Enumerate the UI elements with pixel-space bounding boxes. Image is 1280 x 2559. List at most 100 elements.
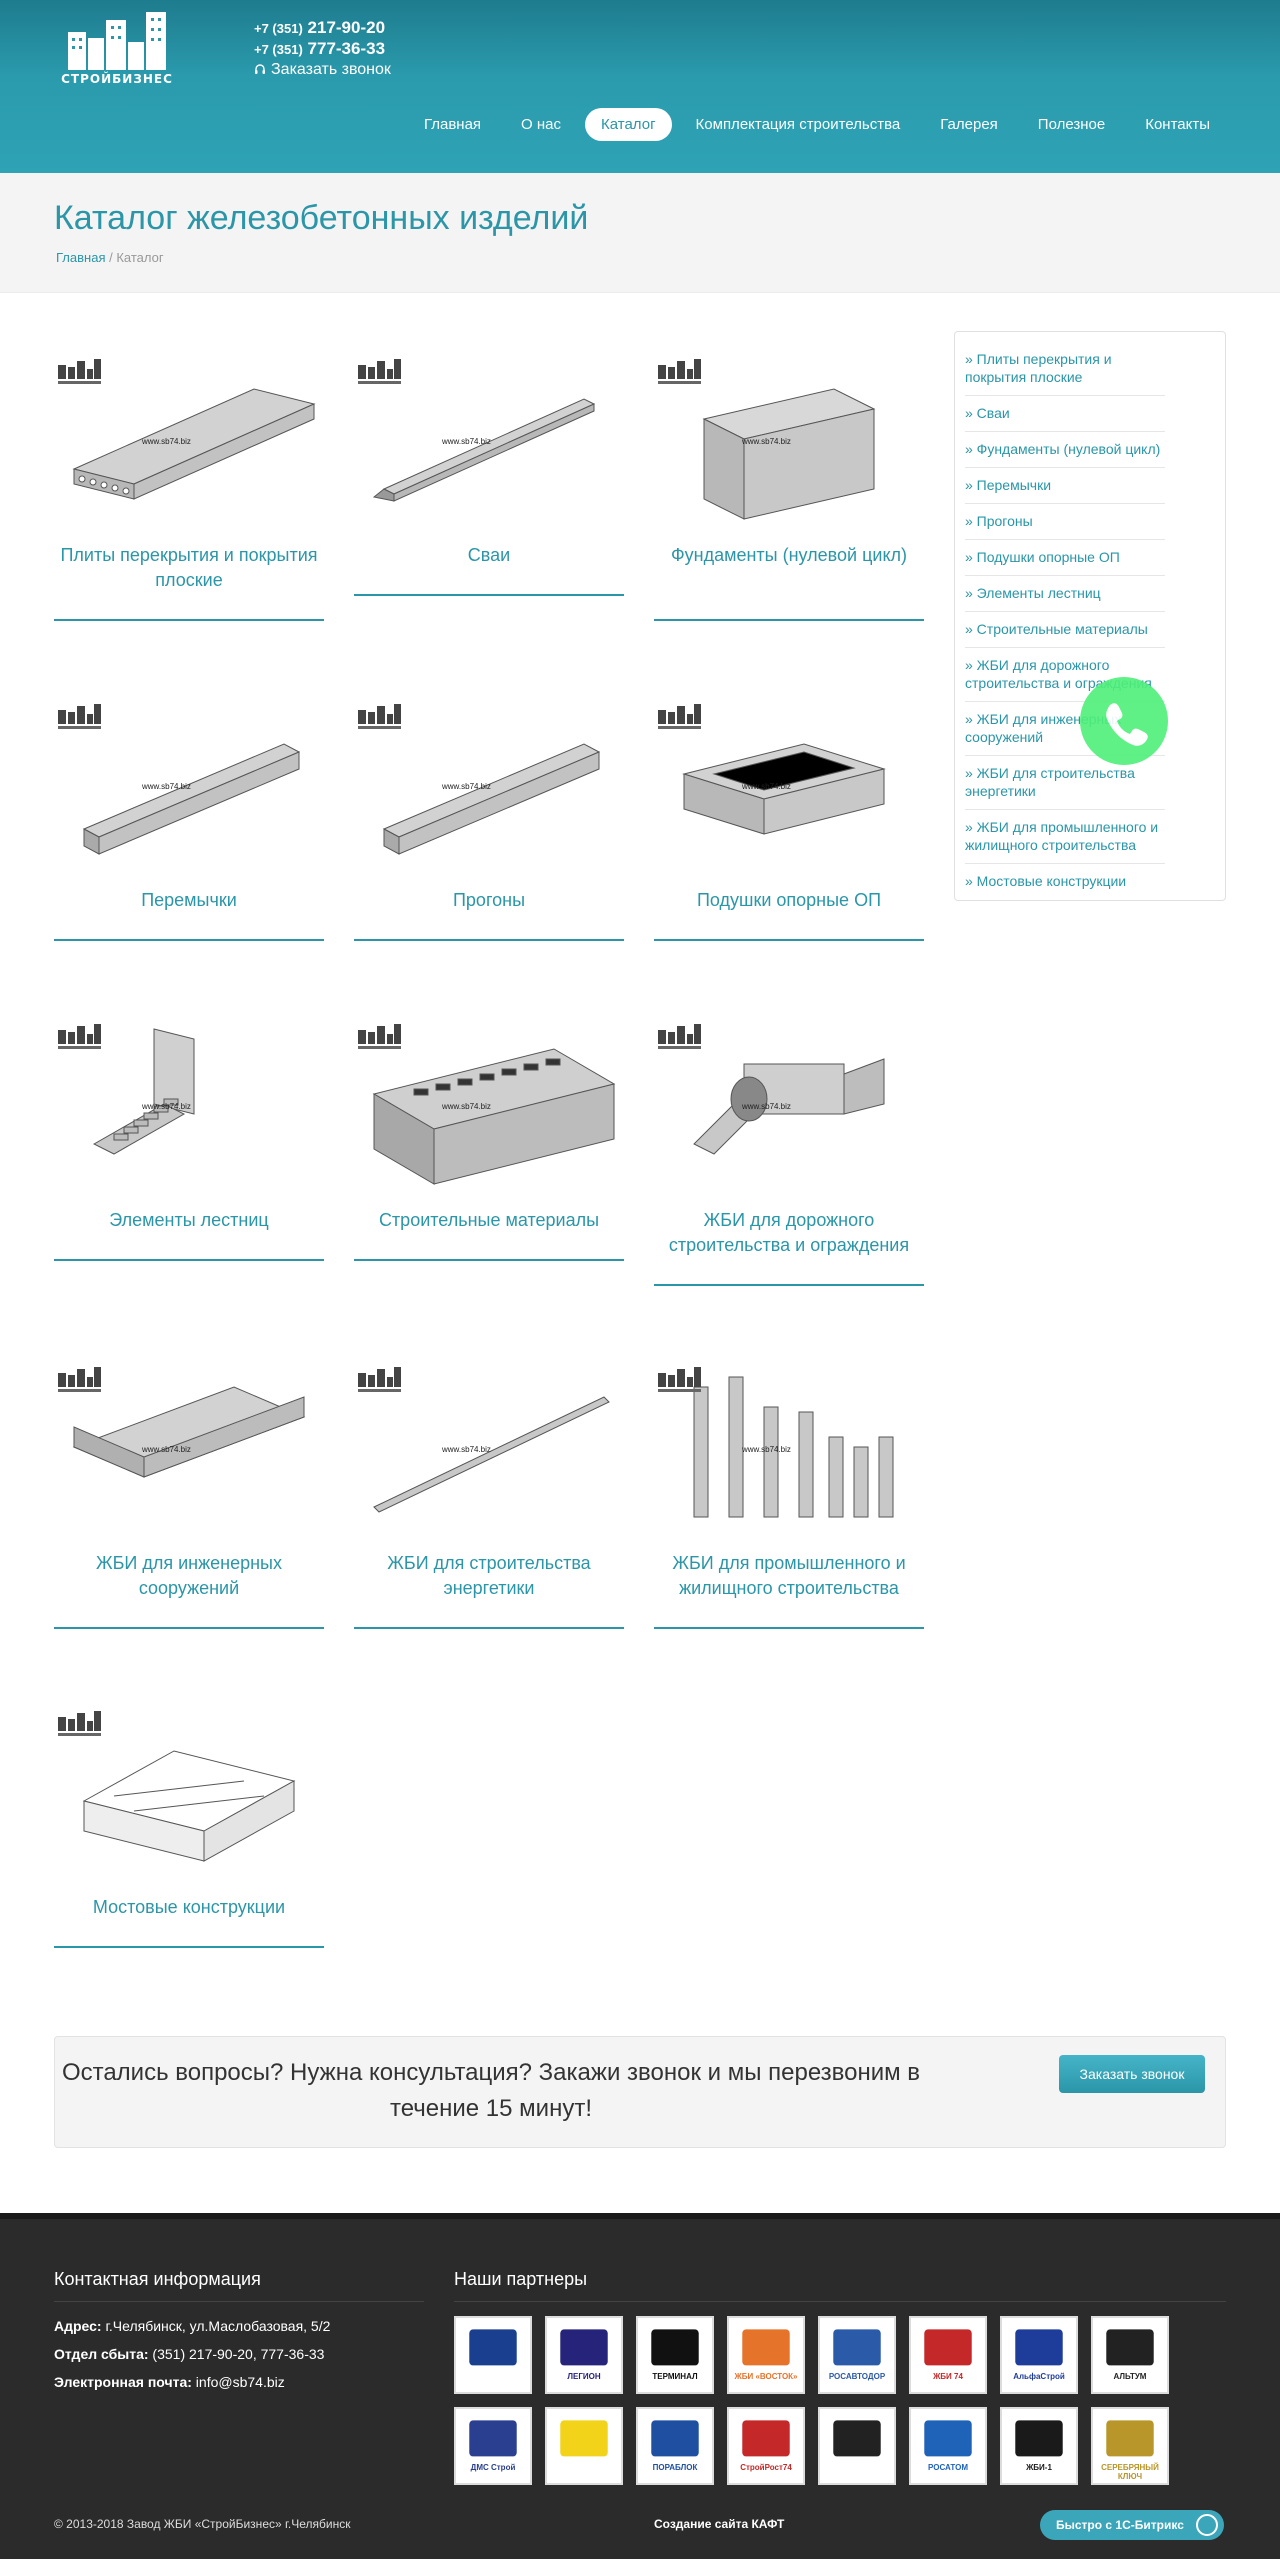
catalog-card-image[interactable]: www.sb74.biz xyxy=(654,349,924,539)
breadcrumb-separator: / xyxy=(105,250,117,265)
partner-legion-icon xyxy=(560,2329,608,2366)
sidebar-category-link[interactable]: » Перемычки xyxy=(965,468,1165,504)
mini-logo-icon xyxy=(358,1024,401,1049)
sidebar-category-link[interactable]: » Строительные материалы xyxy=(965,612,1165,648)
catalog-card-title[interactable]: Подушки опорные ОП xyxy=(696,890,882,910)
partner-logo-caption: ЛЕГИОН xyxy=(567,2372,601,2381)
partner-logo-caption: ПОРАБЛОК xyxy=(652,2463,698,2472)
partner-logo[interactable]: АльфаСтрой xyxy=(1000,2316,1078,2394)
partner-logo[interactable]: СтройРост74 xyxy=(727,2407,805,2485)
catalog-card-image[interactable]: www.sb74.biz xyxy=(354,349,624,539)
partner-logo[interactable]: АЛЬТУМ xyxy=(1091,2316,1169,2394)
catalog-card-image[interactable]: www.sb74.biz xyxy=(354,1357,624,1547)
nav-home[interactable]: Главная xyxy=(423,116,482,133)
developer-link[interactable]: Создание сайта КАФТ xyxy=(654,2517,785,2531)
phone-number[interactable]: +7 (351) 777-36-33 xyxy=(254,39,391,60)
sidebar-category-link[interactable]: » Прогоны xyxy=(965,504,1165,540)
sidebar-category-link[interactable]: » Мостовые конструкции xyxy=(965,873,1127,889)
catalog-card-title[interactable]: ЖБИ для инженерных сооружений xyxy=(95,1553,282,1598)
catalog-card-image[interactable]: www.sb74.biz xyxy=(654,1357,924,1547)
catalog-card-image[interactable]: www.sb74.biz xyxy=(654,694,924,884)
partner-logo[interactable]: ПОРАБЛОК xyxy=(636,2407,714,2485)
partner-logo[interactable]: ТЕРМИНАЛ xyxy=(636,2316,714,2394)
catalog-card-title[interactable]: Сваи xyxy=(467,545,511,565)
catalog-card-image[interactable]: www.sb74.biz xyxy=(54,694,324,884)
partner-logo[interactable]: ЖБИ-1 xyxy=(1000,2407,1078,2485)
sidebar-category-link[interactable]: » Сваи xyxy=(965,396,1165,432)
catalog-card-image[interactable]: www.sb74.biz xyxy=(354,694,624,884)
catalog-card-title[interactable]: Строительные материалы xyxy=(378,1210,600,1230)
catalog-card-title[interactable]: Перемычки xyxy=(141,890,237,910)
partner-stroyrost-icon xyxy=(742,2420,790,2457)
catalog-card-image[interactable] xyxy=(54,1701,324,1891)
bitrix-badge[interactable]: Быстро с 1С-Битрикс xyxy=(1040,2510,1224,2540)
nav-contacts[interactable]: Контакты xyxy=(1145,116,1210,133)
partner-logo[interactable]: РОСАТОМ xyxy=(909,2407,987,2485)
sidebar-category-link[interactable]: » Элементы лестниц xyxy=(965,576,1165,612)
partner-logo[interactable] xyxy=(545,2407,623,2485)
catalog-card-image[interactable]: www.sb74.biz xyxy=(354,1014,624,1204)
partner-logo-caption: ТЕРМИНАЛ xyxy=(652,2372,698,2381)
partner-logo[interactable]: ЖБИ «ВОСТОК» xyxy=(727,2316,805,2394)
company-logo[interactable]: СТРОЙБИЗНЕС xyxy=(54,12,180,90)
sidebar-category-link[interactable]: » ЖБИ для промышленного и жилищного стро… xyxy=(965,810,1165,864)
nav-about[interactable]: О нас xyxy=(521,116,562,133)
catalog-card-image[interactable]: www.sb74.biz xyxy=(54,1014,324,1204)
partner-logo[interactable] xyxy=(454,2316,532,2394)
order-call-button[interactable]: Заказать звонок xyxy=(1059,2055,1205,2093)
contact-value[interactable]: info@sb74.biz xyxy=(191,2374,285,2390)
catalog-card-image[interactable]: www.sb74.biz xyxy=(654,1014,924,1204)
nav-catalog[interactable]: Каталог xyxy=(585,108,672,141)
mini-logo-icon xyxy=(658,1024,701,1049)
catalog-card-title[interactable]: ЖБИ для промышленного и жилищного строит… xyxy=(672,1553,906,1598)
bitrix-clock-icon xyxy=(1196,2514,1218,2536)
hollow-slab-icon xyxy=(72,388,316,500)
catalog-card-title[interactable]: Мостовые конструкции xyxy=(92,1897,286,1917)
partner-logo[interactable]: РОСАВТОДОР xyxy=(818,2316,896,2394)
site-header: СТРОЙБИЗНЕС +7 (351) 217-90-20 +7 (351) … xyxy=(0,0,1280,173)
partner-logo[interactable] xyxy=(818,2407,896,2485)
catalog-card-title[interactable]: Элементы лестниц xyxy=(109,1210,269,1230)
catalog-card-title[interactable]: Прогоны xyxy=(452,890,526,910)
catalog-card-title[interactable]: Плиты перекрытия и покрытия плоские xyxy=(60,545,318,590)
catalog-card-title[interactable]: Фундаменты (нулевой цикл) xyxy=(670,545,908,565)
breadcrumb-home-link[interactable]: Главная xyxy=(56,250,106,265)
partner-logo[interactable]: СЕРЕБРЯНЫЙ КЛЮЧ xyxy=(1091,2407,1169,2485)
nav-gallery[interactable]: Галерея xyxy=(940,116,998,133)
sidebar-category-link[interactable]: » Плиты перекрытия и покрытия плоские xyxy=(965,342,1165,396)
sidebar-category-link[interactable]: » Подушки опорные ОП xyxy=(965,540,1165,576)
catalog-card-image[interactable]: www.sb74.biz xyxy=(54,1357,324,1547)
catalog-card-title[interactable]: ЖБИ для строительства энергетики xyxy=(387,1553,591,1598)
partner-logo[interactable]: ДМС Строй xyxy=(454,2407,532,2485)
nav-useful[interactable]: Полезное xyxy=(1037,116,1106,133)
partner-logo[interactable]: ЛЕГИОН xyxy=(545,2316,623,2394)
channel-tray-icon xyxy=(72,1386,306,1478)
callback-panel: Остались вопросы? Нужна консультация? За… xyxy=(54,2036,1226,2148)
order-call-link[interactable]: Заказать звонок xyxy=(254,60,391,80)
partner-logo-caption: ЖБИ «ВОСТОК» xyxy=(734,2372,798,2381)
sidebar-category-link[interactable]: » Фундаменты (нулевой цикл) xyxy=(965,432,1165,468)
partner-porablok-icon xyxy=(651,2420,699,2457)
partner-dark-square-icon xyxy=(833,2420,881,2457)
catalog-card-image[interactable]: www.sb74.biz xyxy=(54,349,324,539)
catalog-card[interactable]: Мостовые конструкции xyxy=(54,1701,324,1948)
partner-logo[interactable]: ЖБИ 74 xyxy=(909,2316,987,2394)
phone-number[interactable]: +7 (351) 217-90-20 xyxy=(254,18,391,39)
whatsapp-button[interactable] xyxy=(1080,677,1168,765)
sidebar-category-link[interactable]: » ЖБИ для строительства энергетики xyxy=(965,756,1165,810)
nav-construction-supply[interactable]: Комплектация строительства xyxy=(695,116,901,133)
purlin-icon xyxy=(382,743,601,855)
catalog-card-title[interactable]: ЖБИ для дорожного строительства и огражд… xyxy=(668,1210,910,1255)
